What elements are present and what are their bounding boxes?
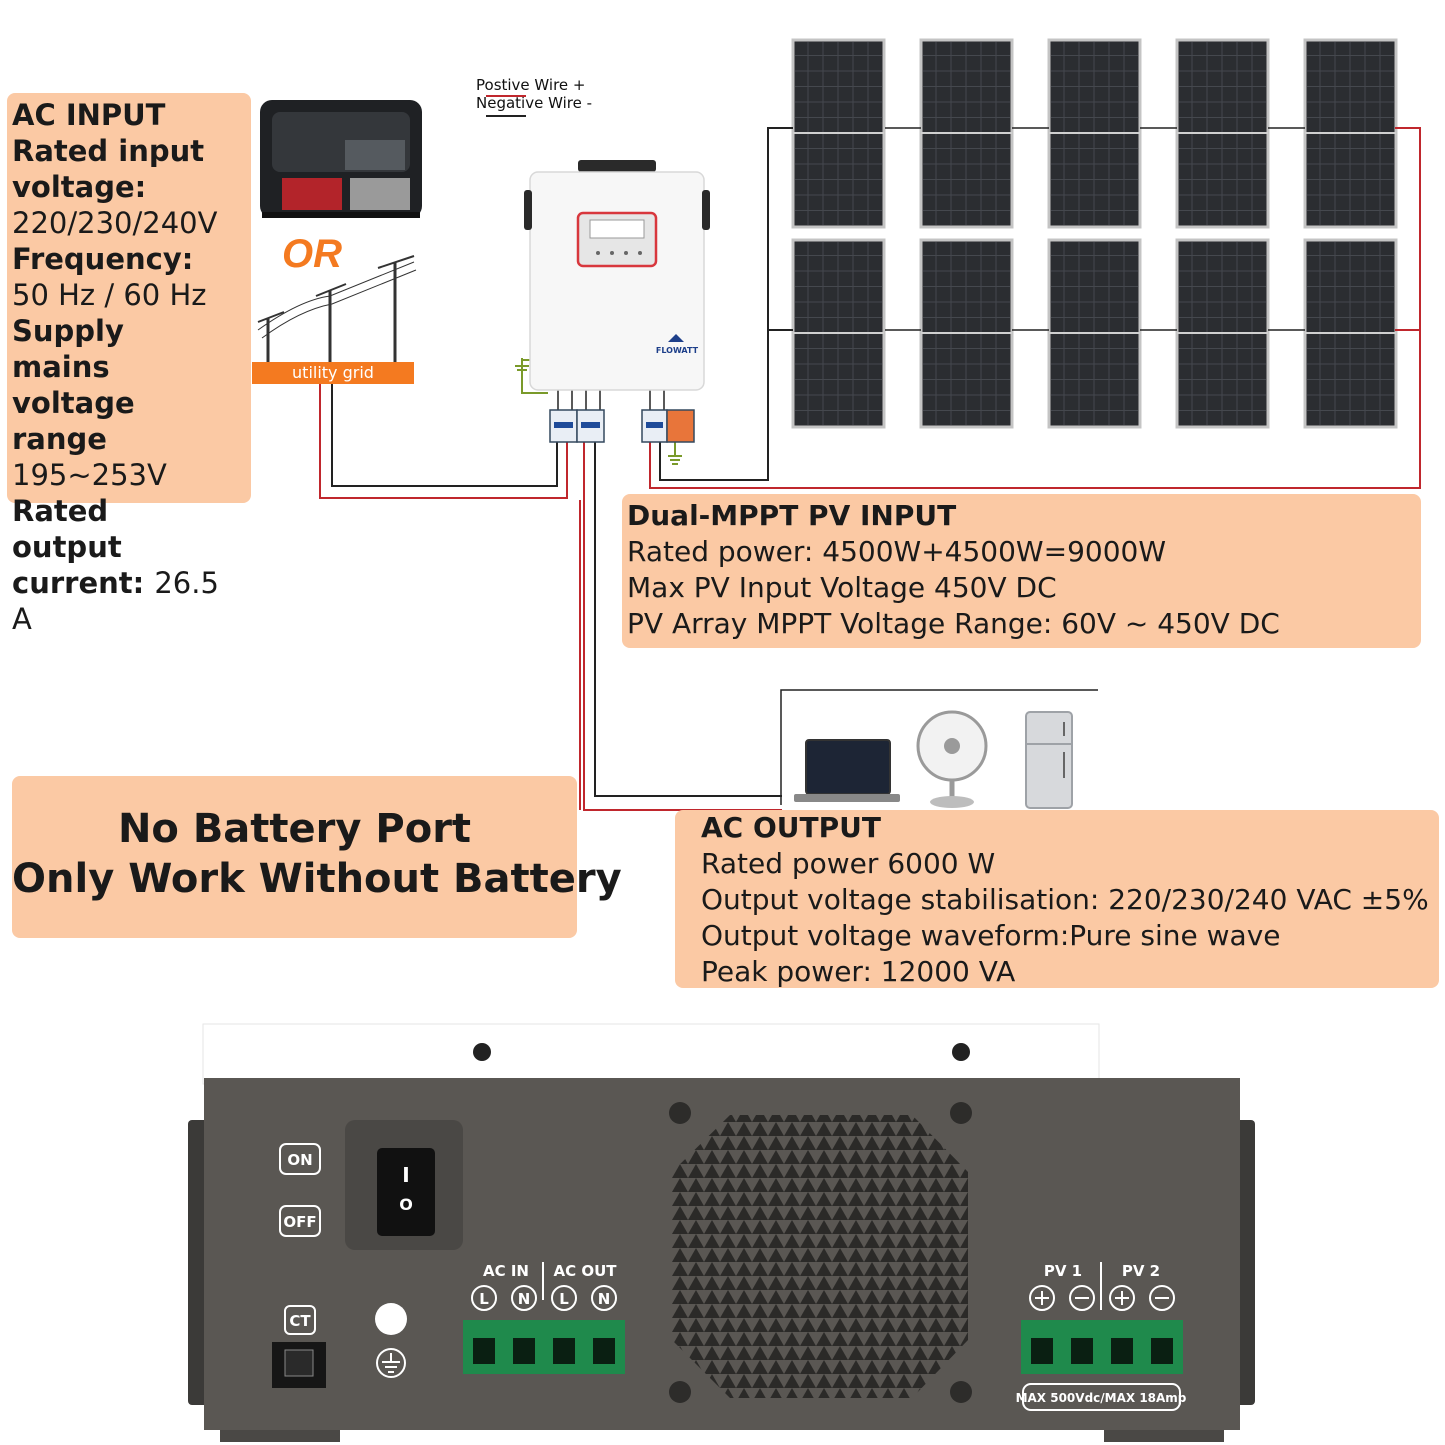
- solar-panel: [919, 238, 1014, 429]
- solar-panel: [1047, 238, 1142, 429]
- or-text: OR: [282, 232, 342, 276]
- supply-range-value: 195~253V: [12, 458, 167, 492]
- ac-input-title: AC INPUT: [12, 98, 166, 132]
- refrigerator-icon: [1025, 711, 1073, 809]
- rated-voltage-value: 220/230/240V: [12, 206, 218, 240]
- off-label: OFF: [283, 1213, 316, 1231]
- positive-wire-legend: Postive Wire +: [476, 76, 586, 94]
- solar-panels: [791, 38, 1398, 429]
- pv-input-title: Dual-MPPT PV INPUT: [627, 499, 957, 532]
- solar-panel: [1047, 38, 1142, 229]
- panel-string-wires: [885, 127, 1305, 331]
- pv-ground-icon: [668, 440, 682, 465]
- solar-panel: [919, 38, 1014, 229]
- output-current-label: Rated output current: 26.5 A: [12, 494, 219, 636]
- ground-terminal: [375, 1303, 407, 1335]
- negative-wire-swatch: [486, 115, 526, 117]
- ac-output-negative-wire: [594, 440, 782, 797]
- battery-note-line1: No Battery Port: [117, 806, 472, 852]
- ac-output-peak-power: Peak power: 12000 VA: [701, 955, 1016, 988]
- svg-text:N: N: [518, 1290, 531, 1308]
- supply-range-label: Supply mains voltage range: [12, 314, 135, 456]
- frequency-label: Frequency:: [12, 242, 194, 276]
- inverter-unit: [524, 160, 710, 391]
- ac-input-positive-wire: [319, 380, 568, 499]
- negative-wire-legend: Negative Wire -: [476, 94, 593, 112]
- battery-note-line2: Only Work Without Battery: [12, 856, 622, 902]
- wire-legend: Postive Wire + Negative Wire -: [476, 76, 592, 112]
- pv1-label: PV 1: [1044, 1262, 1082, 1280]
- ac-input-negative-wire: [331, 380, 558, 487]
- fan-icon: [916, 710, 988, 808]
- rated-voltage-label: Rated input voltage:: [12, 134, 205, 204]
- pv-positive-wire: [649, 127, 1421, 489]
- ground-icon: [515, 358, 529, 371]
- ac-output-voltage: Output voltage stabilisation: 220/230/24…: [701, 883, 1429, 916]
- svg-text:N: N: [598, 1290, 611, 1308]
- output-current-value: 26.5 A: [12, 566, 219, 636]
- inverter-rear-panel: I O ON OFF CT AC IN AC OUT L N L N PV 1 …: [188, 1023, 1255, 1442]
- utility-grid-icon: [257, 255, 417, 362]
- frequency-value: 50 Hz / 60 Hz: [12, 278, 207, 312]
- on-label: ON: [287, 1151, 312, 1169]
- pv2-label: PV 2: [1122, 1262, 1160, 1280]
- inverter-brand: FLOWATT: [655, 346, 699, 355]
- earth-ground-icon: [382, 1353, 400, 1373]
- positive-wire-swatch: [486, 95, 526, 97]
- fan-vent: [672, 1115, 968, 1398]
- switch-off-mark: O: [399, 1195, 413, 1214]
- ac-output-rated-power: Rated power 6000 W: [701, 847, 996, 880]
- ac-in-label: AC IN: [483, 1262, 529, 1280]
- utility-grid-band: [252, 362, 414, 384]
- pv-breaker: [641, 409, 695, 443]
- solar-panel: [791, 38, 886, 229]
- pv-input-box: Dual-MPPT PV INPUT Rated power: 4500W+45…: [622, 494, 1421, 648]
- wiring-diagram: [252, 38, 1421, 811]
- laptop-icon: [794, 739, 900, 802]
- ac-out-label: AC OUT: [553, 1262, 617, 1280]
- ac-output-box: AC OUTPUT Rated power 6000 W Output volt…: [675, 810, 1439, 988]
- load-devices: [780, 689, 1098, 809]
- svg-text:L: L: [479, 1290, 489, 1308]
- ground-wire: [521, 359, 548, 394]
- switch-on-mark: I: [402, 1163, 409, 1187]
- pv-rating-label: MAX 500Vdc/MAX 18Amp: [1016, 1391, 1187, 1405]
- power-switch: [377, 1148, 435, 1236]
- ac-output-waveform: Output voltage waveform:Pure sine wave: [701, 919, 1281, 952]
- pv-rated-power: Rated power: 4500W+4500W=9000W: [627, 535, 1167, 568]
- solar-panel: [1175, 238, 1270, 429]
- solar-panel: [1303, 238, 1398, 429]
- ac-terminal-markers: L N L N: [471, 1285, 617, 1311]
- svg-text:L: L: [559, 1290, 569, 1308]
- ac-breaker: [549, 409, 605, 443]
- inverter-breaker-wires: [557, 390, 665, 412]
- pv-max-voltage: Max PV Input Voltage 450V DC: [627, 571, 1057, 604]
- generator-icon: [260, 100, 422, 218]
- pv-terminal-markers: [1029, 1285, 1175, 1311]
- ac-input-box: AC INPUT Rated input voltage: 220/230/24…: [7, 93, 251, 636]
- solar-panel: [791, 238, 886, 429]
- battery-note-box: No Battery Port Only Work Without Batter…: [12, 776, 622, 938]
- ac-output-title: AC OUTPUT: [701, 811, 881, 844]
- solar-panel: [1175, 38, 1270, 229]
- pv-negative-wire: [659, 127, 793, 481]
- pv-mppt-range: PV Array MPPT Voltage Range: 60V ~ 450V …: [627, 607, 1280, 640]
- solar-panel: [1303, 38, 1398, 229]
- ct-label: CT: [289, 1312, 311, 1330]
- utility-grid-label: utility grid: [292, 363, 374, 382]
